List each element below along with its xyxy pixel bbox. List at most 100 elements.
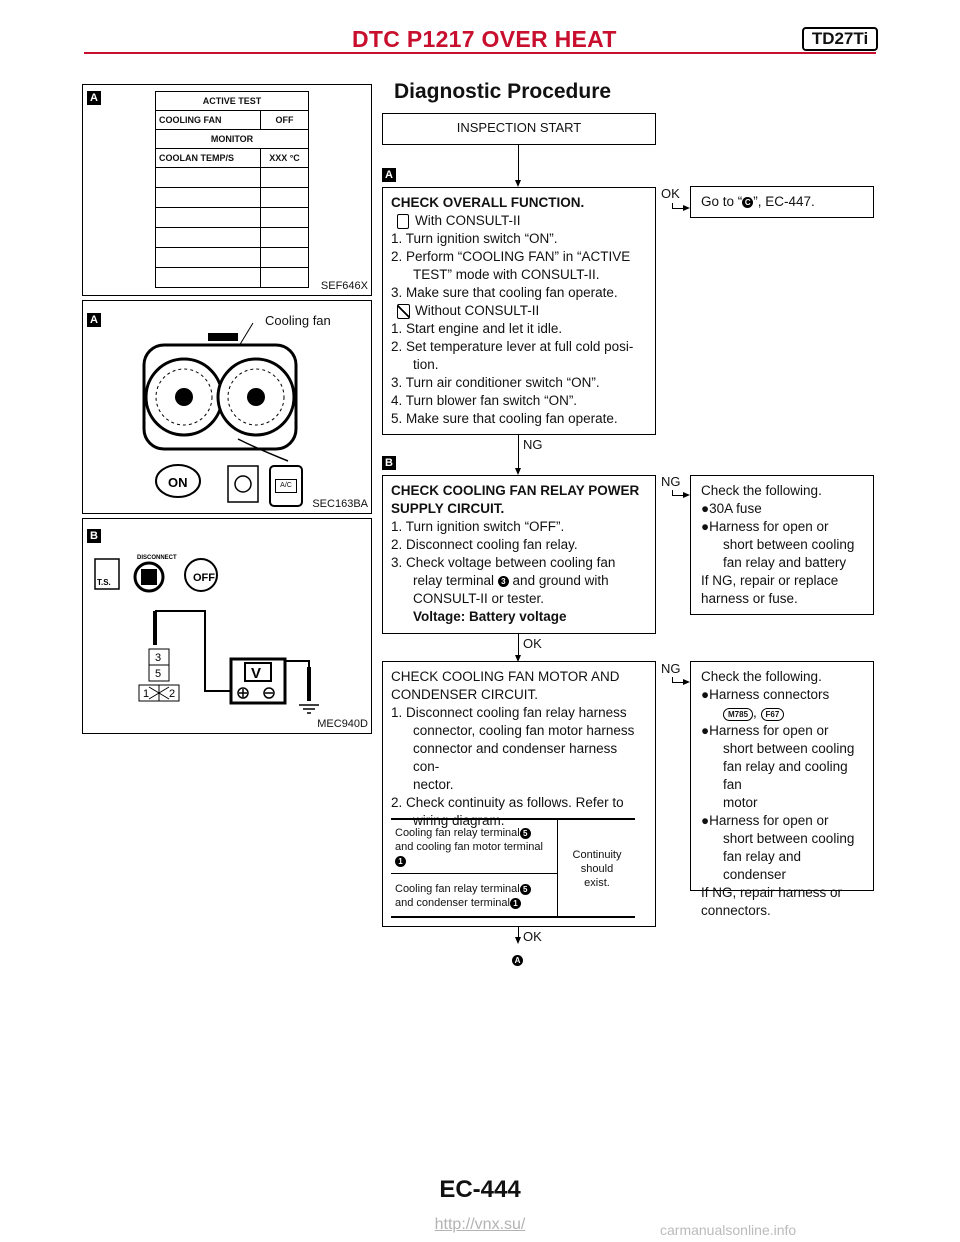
figure-consult-screen: A ACTIVE TEST COOLING FAN OFF MONITOR CO… bbox=[82, 84, 372, 296]
check-relay-power-box: CHECK COOLING FAN RELAY POWER SUPPLY CIR… bbox=[382, 475, 656, 634]
consult-row-monitor: MONITOR bbox=[155, 129, 309, 149]
page-header-title: DTC P1217 OVER HEAT bbox=[352, 26, 617, 52]
procedure-line: connector and condenser harness con- bbox=[413, 741, 618, 774]
flow-connector bbox=[672, 495, 684, 496]
action-text: Harness for open or bbox=[709, 723, 829, 738]
bullet-icon: ● bbox=[701, 813, 710, 828]
action-text: motor bbox=[723, 795, 758, 810]
procedure-line: 5. Make sure that cooling fan operate. bbox=[391, 411, 618, 426]
terminal-3-label: 3 bbox=[155, 652, 161, 664]
bullet-icon: ● bbox=[701, 723, 710, 738]
ng-label: NG bbox=[661, 474, 681, 489]
with-consult-label: With CONSULT-II bbox=[415, 213, 521, 228]
action-text: short between cooling bbox=[723, 537, 855, 552]
action-text: , bbox=[753, 705, 757, 720]
figure-relay-test: B T.S. DISCONNECT OFF 3 5 1 2 V MEC940D bbox=[82, 518, 372, 734]
procedure-line: 3. Make sure that cooling fan operate. bbox=[391, 285, 618, 300]
continuity-cell: Cooling fan relay terminal bbox=[395, 883, 520, 895]
action-text: If NG, repair harness or bbox=[701, 885, 843, 900]
ignition-on-text: ON bbox=[168, 475, 188, 490]
terminal-1-label: 1 bbox=[143, 688, 149, 700]
consult-coolant-temp-label: COOLAN TEMP/S bbox=[155, 148, 261, 168]
bullet-icon: ● bbox=[701, 501, 710, 516]
disconnect-text: DISCONNECT bbox=[137, 555, 177, 561]
procedure-line: CONSULT-II or tester. bbox=[413, 591, 545, 606]
ac-switch: A/C bbox=[269, 465, 303, 507]
flow-connector bbox=[518, 634, 519, 660]
terminal-badge: 5 bbox=[519, 827, 531, 839]
consult-cooling-fan-label: COOLING FAN bbox=[155, 110, 261, 130]
continuity-cell: Cooling fan relay terminal bbox=[395, 827, 520, 839]
terminal-badge: 5 bbox=[519, 883, 531, 895]
header-rule bbox=[84, 52, 876, 54]
inspection-start-box: INSPECTION START bbox=[382, 113, 656, 145]
procedure-line: tion. bbox=[413, 357, 439, 372]
flow-connector bbox=[672, 677, 673, 683]
flow-arrow bbox=[683, 492, 690, 498]
action-text: fan relay and cooling fan bbox=[723, 759, 848, 792]
flow-arrow bbox=[683, 205, 690, 211]
procedure-line: 2. Perform “COOLING FAN” in “ACTIVE bbox=[391, 249, 631, 264]
continuity-result: should bbox=[580, 863, 614, 875]
flow-arrow bbox=[515, 655, 521, 662]
procedure-line: 2. Disconnect cooling fan relay. bbox=[391, 537, 578, 552]
continuity-cell: and cooling fan motor terminal bbox=[395, 841, 543, 853]
step-title: CHECK OVERALL FUNCTION. bbox=[391, 195, 585, 210]
flow-connector bbox=[518, 927, 519, 941]
figure-caption: SEF646X bbox=[320, 280, 368, 292]
check-motor-condenser-box: CHECK COOLING FAN MOTOR AND CONDENSER CI… bbox=[382, 661, 656, 927]
figure-caption: MEC940D bbox=[317, 718, 368, 730]
action-text: fan relay and condenser bbox=[723, 849, 802, 882]
without-consult-label: Without CONSULT-II bbox=[415, 303, 540, 318]
procedure-line: connector, cooling fan motor harness bbox=[413, 723, 635, 738]
figure-cooling-fan: A Cooling fan ON A/C SEC163BA bbox=[82, 300, 372, 514]
flow-connector bbox=[518, 435, 519, 473]
action-text: fan relay and battery bbox=[723, 555, 847, 570]
procedure-line: 2. Check continuity as follows. Refer to bbox=[391, 795, 624, 810]
flow-connector bbox=[672, 203, 673, 209]
consult-icon bbox=[397, 214, 409, 229]
step-badge-b: B bbox=[87, 529, 101, 543]
bullet-icon: ● bbox=[701, 519, 710, 534]
terminal-badge: 1 bbox=[395, 855, 406, 867]
continuity-cell: and condenser terminal bbox=[395, 897, 510, 909]
voltmeter-label: V bbox=[251, 665, 261, 682]
action-text: short between cooling bbox=[723, 741, 855, 756]
procedure-line: 3. Turn air conditioner switch “ON”. bbox=[391, 375, 600, 390]
goto-box: Go to “C”, EC-447. bbox=[690, 186, 874, 218]
watermark: carmanualsonline.info bbox=[660, 1222, 797, 1238]
procedure-line: 1. Start engine and let it idle. bbox=[391, 321, 563, 336]
procedure-line: 4. Turn blower fan switch “ON”. bbox=[391, 393, 578, 408]
step-badge-a: A bbox=[382, 168, 396, 182]
terminal-badge: 3 bbox=[497, 575, 509, 587]
consult-cooling-fan-value: OFF bbox=[260, 110, 309, 130]
flow-connector bbox=[672, 490, 673, 496]
procedure-line: 1. Turn ignition switch “OFF”. bbox=[391, 519, 565, 534]
check-overall-function-box: CHECK OVERALL FUNCTION. With CONSULT-II … bbox=[382, 187, 656, 435]
ng-action-box: Check the following. ●30A fuse ●Harness … bbox=[690, 475, 874, 615]
goto-text: ”, EC-447. bbox=[753, 194, 815, 209]
goto-step-c-badge: C bbox=[742, 196, 754, 208]
flow-connector bbox=[672, 208, 684, 209]
ac-label: A/C bbox=[275, 479, 297, 493]
procedure-line: nector. bbox=[413, 777, 454, 792]
action-text: 30A fuse bbox=[709, 501, 762, 516]
consult-coolant-temp-value: XXX °C bbox=[260, 148, 309, 168]
source-link[interactable]: http://vnx.su/ bbox=[434, 1216, 526, 1233]
flow-arrow bbox=[515, 937, 521, 944]
page-number: EC-444 bbox=[439, 1176, 521, 1203]
action-text: Check the following. bbox=[701, 669, 822, 684]
action-text: If NG, repair or replace bbox=[701, 573, 839, 588]
terminal-badge: 1 bbox=[509, 897, 521, 909]
action-text: Harness for open or bbox=[709, 519, 829, 534]
flow-connector bbox=[672, 682, 684, 683]
ts-text: T.S. bbox=[97, 578, 111, 587]
step-badge-b: B bbox=[382, 456, 396, 470]
next-step-a-badge: A bbox=[512, 955, 523, 967]
section-title: Diagnostic Procedure bbox=[394, 80, 612, 103]
procedure-line: 3. Check voltage between cooling fan bbox=[391, 555, 616, 570]
procedure-line: relay terminal bbox=[413, 573, 495, 588]
relay-test-drawing: T.S. DISCONNECT OFF 3 5 1 2 V bbox=[94, 555, 319, 714]
ng-label: NG bbox=[661, 661, 681, 676]
procedure-line: TEST” mode with CONSULT-II. bbox=[413, 267, 600, 282]
